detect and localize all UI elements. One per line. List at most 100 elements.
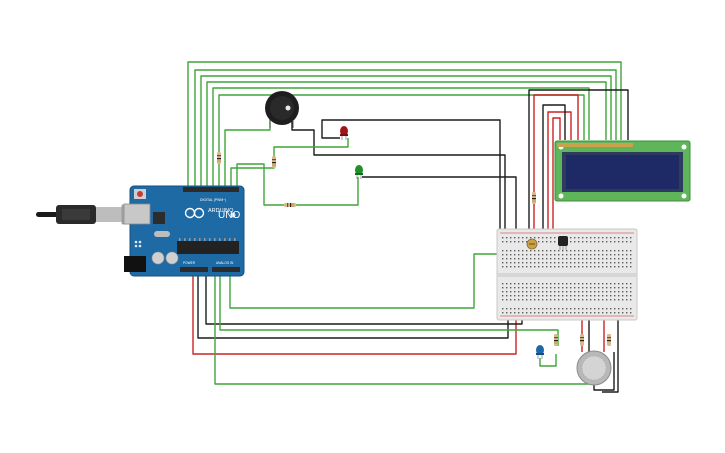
breadboard-hole[interactable] — [630, 295, 632, 297]
breadboard-hole[interactable] — [538, 299, 540, 301]
breadboard-hole[interactable] — [582, 254, 584, 256]
breadboard-hole[interactable] — [534, 262, 536, 264]
breadboard-hole[interactable] — [534, 287, 536, 289]
breadboard-hole[interactable] — [506, 262, 508, 264]
breadboard-hole[interactable] — [598, 308, 600, 310]
resistor-gas-1[interactable] — [580, 334, 584, 346]
breadboard-hole[interactable] — [506, 283, 508, 285]
breadboard-hole[interactable] — [614, 241, 616, 243]
breadboard-hole[interactable] — [546, 258, 548, 260]
breadboard-hole[interactable] — [570, 308, 572, 310]
breadboard-hole[interactable] — [530, 295, 532, 297]
breadboard-hole[interactable] — [594, 287, 596, 289]
breadboard-hole[interactable] — [594, 241, 596, 243]
breadboard-hole[interactable] — [550, 237, 552, 239]
breadboard-hole[interactable] — [522, 299, 524, 301]
resistor-lcd-backlight[interactable] — [532, 192, 536, 204]
breadboard-hole[interactable] — [590, 241, 592, 243]
breadboard-hole[interactable] — [582, 283, 584, 285]
resistor-blue-led[interactable] — [554, 334, 558, 346]
breadboard[interactable] — [496, 228, 638, 321]
wire-buzzer-signal[interactable] — [224, 118, 271, 188]
breadboard-hole[interactable] — [602, 250, 604, 252]
breadboard-hole[interactable] — [510, 312, 512, 314]
breadboard-hole[interactable] — [626, 312, 628, 314]
breadboard-hole[interactable] — [586, 262, 588, 264]
breadboard-hole[interactable] — [622, 295, 624, 297]
breadboard-hole[interactable] — [558, 262, 560, 264]
breadboard-hole[interactable] — [530, 312, 532, 314]
breadboard-hole[interactable] — [614, 258, 616, 260]
breadboard-hole[interactable] — [514, 250, 516, 252]
breadboard-hole[interactable] — [526, 312, 528, 314]
breadboard-hole[interactable] — [578, 262, 580, 264]
breadboard-hole[interactable] — [590, 262, 592, 264]
breadboard-hole[interactable] — [554, 266, 556, 268]
breadboard-hole[interactable] — [614, 283, 616, 285]
breadboard-hole[interactable] — [502, 283, 504, 285]
breadboard-hole[interactable] — [502, 291, 504, 293]
temperature-sensor[interactable] — [558, 236, 568, 250]
breadboard-hole[interactable] — [546, 287, 548, 289]
breadboard-hole[interactable] — [618, 312, 620, 314]
breadboard-hole[interactable] — [502, 266, 504, 268]
breadboard-hole[interactable] — [590, 266, 592, 268]
breadboard-hole[interactable] — [622, 241, 624, 243]
breadboard-hole[interactable] — [578, 283, 580, 285]
breadboard-hole[interactable] — [526, 308, 528, 310]
breadboard-hole[interactable] — [578, 254, 580, 256]
breadboard-hole[interactable] — [554, 250, 556, 252]
breadboard-hole[interactable] — [510, 287, 512, 289]
wire-lcd-d4[interactable] — [206, 81, 607, 188]
breadboard-hole[interactable] — [542, 250, 544, 252]
breadboard-hole[interactable] — [586, 237, 588, 239]
breadboard-hole[interactable] — [526, 250, 528, 252]
breadboard-hole[interactable] — [578, 237, 580, 239]
breadboard-hole[interactable] — [506, 250, 508, 252]
breadboard-hole[interactable] — [506, 237, 508, 239]
wire-gas-5[interactable] — [602, 312, 619, 393]
breadboard-hole[interactable] — [574, 241, 576, 243]
breadboard-hole[interactable] — [538, 241, 540, 243]
breadboard-hole[interactable] — [614, 254, 616, 256]
breadboard-hole[interactable] — [594, 299, 596, 301]
breadboard-hole[interactable] — [610, 241, 612, 243]
breadboard-hole[interactable] — [502, 299, 504, 301]
breadboard-hole[interactable] — [586, 291, 588, 293]
resistor-gas-2[interactable] — [607, 334, 611, 346]
breadboard-hole[interactable] — [582, 258, 584, 260]
breadboard-hole[interactable] — [542, 262, 544, 264]
breadboard-hole[interactable] — [538, 283, 540, 285]
breadboard-hole[interactable] — [586, 295, 588, 297]
breadboard-hole[interactable] — [570, 287, 572, 289]
breadboard-hole[interactable] — [614, 312, 616, 314]
breadboard-hole[interactable] — [562, 295, 564, 297]
breadboard-hole[interactable] — [590, 291, 592, 293]
breadboard-hole[interactable] — [578, 295, 580, 297]
breadboard-hole[interactable] — [502, 312, 504, 314]
breadboard-hole[interactable] — [598, 291, 600, 293]
breadboard-hole[interactable] — [530, 291, 532, 293]
breadboard-hole[interactable] — [554, 283, 556, 285]
breadboard-hole[interactable] — [622, 308, 624, 310]
breadboard-hole[interactable] — [574, 299, 576, 301]
breadboard-hole[interactable] — [550, 308, 552, 310]
blue-led[interactable] — [536, 345, 544, 359]
breadboard-hole[interactable] — [538, 308, 540, 310]
breadboard-hole[interactable] — [562, 308, 564, 310]
breadboard-hole[interactable] — [602, 299, 604, 301]
breadboard-hole[interactable] — [538, 312, 540, 314]
breadboard-hole[interactable] — [526, 291, 528, 293]
breadboard-hole[interactable] — [554, 258, 556, 260]
breadboard-hole[interactable] — [542, 283, 544, 285]
breadboard-hole[interactable] — [514, 308, 516, 310]
breadboard-hole[interactable] — [606, 283, 608, 285]
breadboard-hole[interactable] — [514, 237, 516, 239]
breadboard-hole[interactable] — [534, 266, 536, 268]
breadboard-hole[interactable] — [562, 266, 564, 268]
breadboard-hole[interactable] — [610, 283, 612, 285]
breadboard-hole[interactable] — [622, 287, 624, 289]
breadboard-hole[interactable] — [554, 262, 556, 264]
breadboard-hole[interactable] — [542, 254, 544, 256]
breadboard-hole[interactable] — [546, 254, 548, 256]
